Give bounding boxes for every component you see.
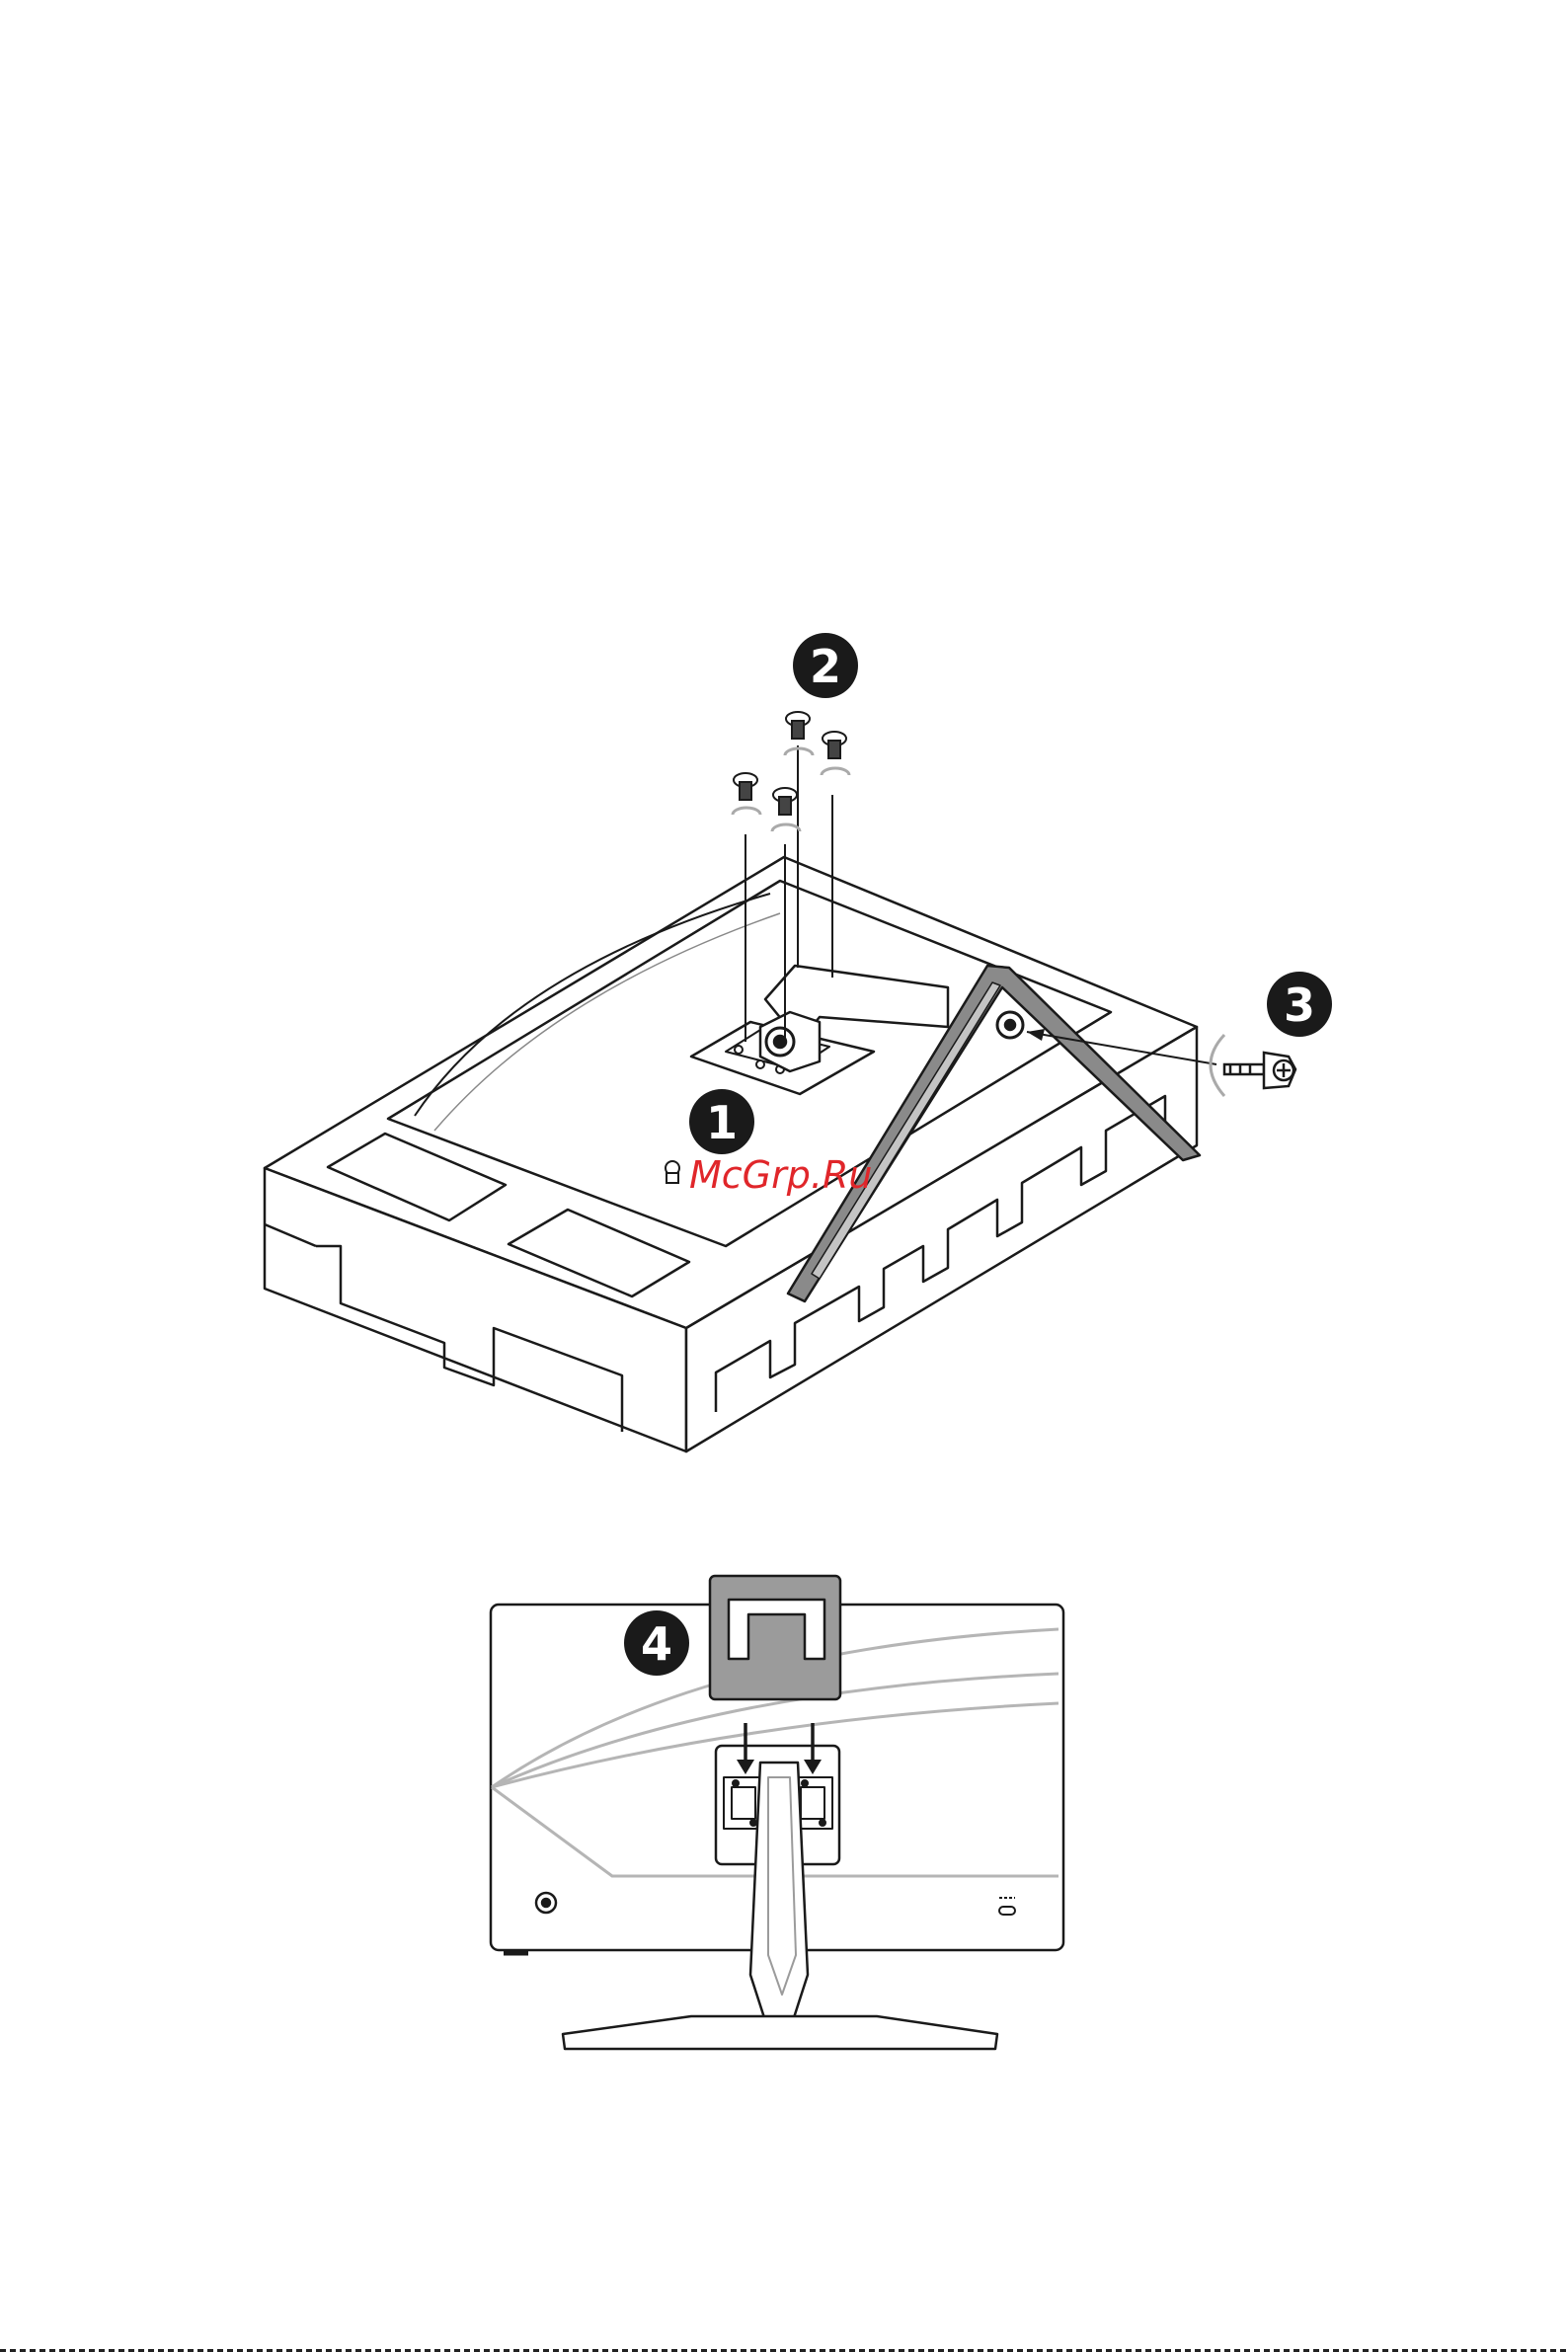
screw-hole-icon [666, 1161, 679, 1183]
step-number: 4 [641, 1617, 672, 1671]
step-number: 3 [1284, 979, 1315, 1032]
watermark: McGrp.Ru [689, 1153, 872, 1197]
step-number: 2 [810, 640, 841, 693]
stand-neck-inner [768, 1777, 796, 1995]
stand-bracket [710, 1576, 840, 1699]
thumbscrew-icon [1211, 1035, 1295, 1096]
stand-base [563, 2016, 997, 2049]
step-badge-3: 3 [1267, 972, 1332, 1037]
step-number: 1 [706, 1096, 738, 1149]
screw [734, 773, 757, 800]
step-badge-1: 1 [689, 1089, 754, 1154]
screw [773, 788, 797, 815]
screws-icon [734, 712, 846, 815]
step-badge-4: 4 [624, 1610, 689, 1676]
screw [786, 712, 810, 739]
monitor-rear-illustration [491, 1576, 1063, 2049]
screw [823, 732, 846, 758]
step-badge-2: 2 [793, 633, 858, 698]
